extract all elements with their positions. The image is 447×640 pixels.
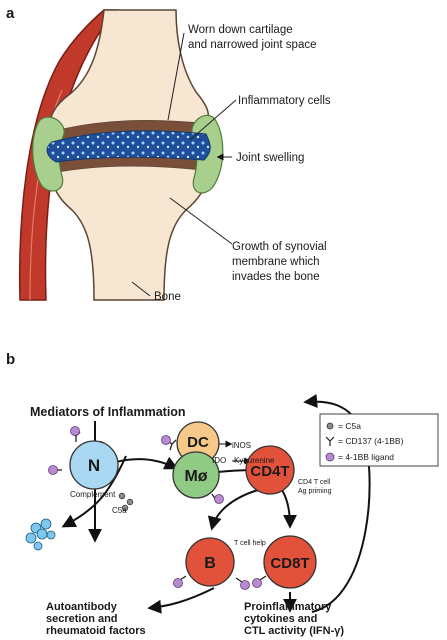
cd8t-cell	[263, 535, 317, 589]
label-t-cell-help: T cell help	[234, 540, 266, 547]
upper-cartilage	[52, 120, 206, 142]
label-cd4-priming-1: CD4 T cell	[298, 479, 331, 486]
joint-space-cells	[46, 130, 211, 163]
legend-receptor-symbol	[325, 436, 335, 446]
output-cytokine-3: CTL activity (IFN-γ)	[244, 625, 344, 637]
lower-cartilage	[56, 157, 204, 172]
panel-a-leaders	[131, 32, 237, 297]
legend-c5a-label: = C5a	[338, 421, 361, 431]
mediators-title: Mediators of Inflammation	[30, 405, 186, 419]
label-complement: Complement	[70, 490, 116, 499]
node-cd4t: CD4T	[250, 463, 289, 480]
node-n: N	[88, 456, 100, 475]
label-bone: Bone	[154, 291, 181, 303]
output-autoantibody-3: rheumatoid factors	[46, 625, 146, 637]
output-autoantibody-2: secretion and	[46, 613, 118, 625]
panel-a: a Worn down cartilage and narrowed joint…	[6, 5, 331, 303]
label-c5a: C5a	[112, 506, 127, 515]
cd4t-cell	[245, 445, 295, 495]
label-cartilage-2: and narrowed joint space	[188, 39, 317, 51]
node-b: B	[204, 555, 216, 572]
macrophage-cell	[172, 451, 220, 499]
neutrophil-cell	[69, 440, 119, 490]
output-cytokine-1: Proinflammatory	[244, 601, 332, 613]
legend-ligand-label: = 4-1BB ligand	[338, 452, 394, 462]
panel-b: b Mediators of Inflammation	[6, 351, 439, 637]
c5a-molecules	[118, 492, 134, 512]
lower-bone	[53, 164, 207, 301]
label-kynurenine: Kynurenine	[234, 456, 275, 465]
legend: = C5a = CD137 (4-1BB) = 4-1BB ligand	[319, 413, 439, 467]
label-ido: IDO	[212, 456, 226, 465]
legend-c5a-symbol	[326, 422, 334, 430]
label-cd4-priming-2: Ag priming	[298, 488, 332, 495]
panel-b-letter: b	[6, 351, 15, 368]
node-cd8t: CD8T	[270, 555, 309, 572]
immune-complex-cluster	[25, 518, 56, 551]
node-mo: Mø	[184, 468, 207, 485]
label-inflammatory-cells: Inflammatory cells	[238, 95, 331, 107]
label-synovial-3: invades the bone	[232, 271, 320, 283]
legend-box	[319, 413, 439, 467]
b-cell	[185, 537, 235, 587]
label-inos: iNOS	[232, 441, 251, 450]
output-cytokine-2: cytokines and	[244, 613, 317, 625]
output-autoantibody-1: Autoantibody	[46, 601, 118, 613]
label-synovial-1: Growth of synovial	[232, 241, 327, 253]
node-dc: DC	[187, 434, 209, 451]
label-cartilage-1: Worn down cartilage	[188, 24, 293, 36]
panel-a-letter: a	[6, 5, 15, 22]
legend-ligand-symbol	[325, 452, 335, 462]
label-synovial-2: membrane which	[232, 256, 320, 268]
legend-receptor-label: = CD137 (4-1BB)	[338, 436, 404, 446]
label-joint-swelling: Joint swelling	[236, 152, 304, 164]
